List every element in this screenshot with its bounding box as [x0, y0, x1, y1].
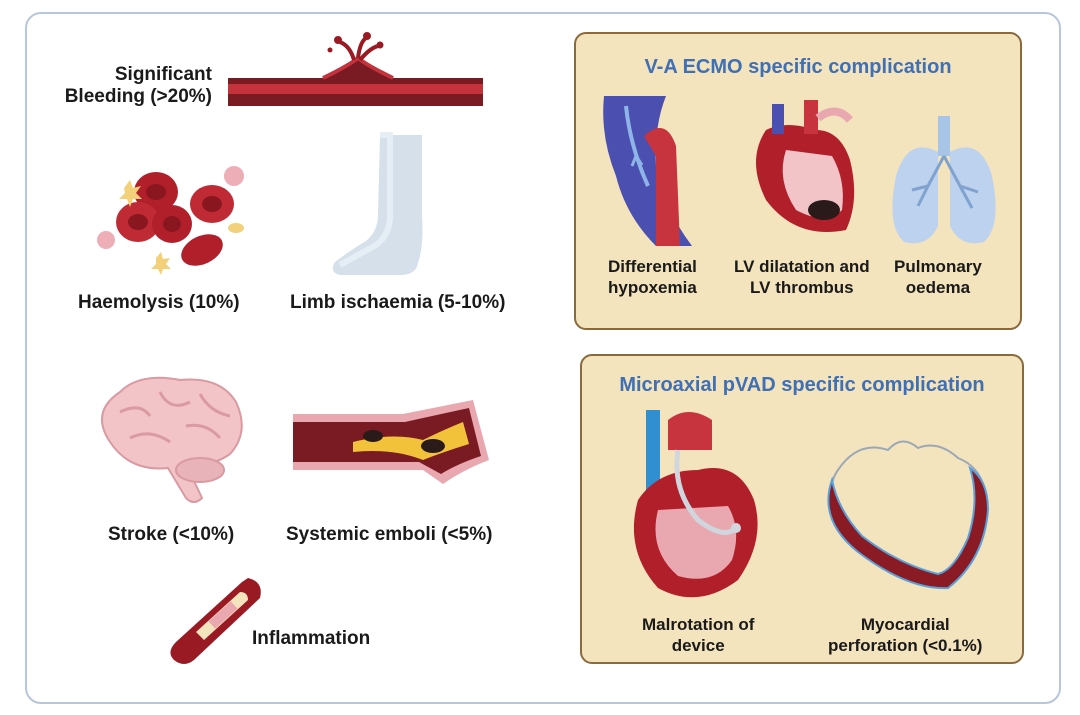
brain-icon: [101, 376, 243, 503]
heart-with-device-icon: [633, 410, 758, 598]
ecmo-item-3-line2: oedema: [905, 278, 971, 297]
ventricle-wall-icon: [827, 440, 990, 590]
ecmo-item-1-line1: Differential: [608, 257, 697, 276]
bleeding-label-line2: Bleeding (>20%): [64, 86, 212, 107]
occluded-artery-icon: [293, 400, 489, 484]
ecmo-item-1-label: Differential hypoxemia: [608, 256, 697, 298]
pvad-item-2-label: Myocardial perforation (<0.1%): [828, 614, 982, 656]
leg-icon: [332, 132, 423, 275]
pvad-item-2-line2: perforation (<0.1%): [828, 636, 983, 655]
pvad-item-2-line1: Myocardial: [860, 615, 950, 634]
emboli-label: Systemic emboli (<5%): [286, 524, 493, 545]
pvad-item-1-line1: Malrotation of: [642, 615, 755, 634]
ecmo-panel-title: V-A ECMO specific complication: [644, 56, 952, 78]
ecmo-item-2-label: LV dilatation and LV thrombus: [734, 256, 870, 298]
thermometer-icon: [170, 578, 261, 664]
pvad-item-1-line2: device: [671, 636, 725, 655]
bleeding-vessel-icon: [228, 32, 483, 106]
lungs-icon: [892, 116, 996, 244]
bleeding-label: Significant Bleeding (>20%): [65, 64, 212, 108]
red-blood-cells-icon: [97, 166, 244, 275]
aorta-icon: [603, 96, 692, 246]
limb-ischaemia-label: Limb ischaemia (5-10%): [290, 292, 506, 313]
ecmo-item-2-line2: LV thrombus: [750, 278, 854, 297]
ecmo-item-3-line1: Pulmonary: [894, 257, 982, 276]
bleeding-label-line1: Significant: [114, 64, 212, 85]
ecmo-item-2-line1: LV dilatation and: [734, 257, 870, 276]
pvad-panel-title: Microaxial pVAD specific complication: [619, 374, 985, 396]
heart-cross-section-icon: [756, 100, 855, 232]
haemolysis-label: Haemolysis (10%): [78, 292, 240, 313]
ecmo-item-1-line2: hypoxemia: [608, 278, 697, 297]
inflammation-label: Inflammation: [252, 628, 371, 649]
stroke-label: Stroke (<10%): [108, 524, 235, 545]
ecmo-item-3-label: Pulmonary oedema: [894, 256, 982, 298]
pvad-item-1-label: Malrotation of device: [642, 614, 754, 656]
